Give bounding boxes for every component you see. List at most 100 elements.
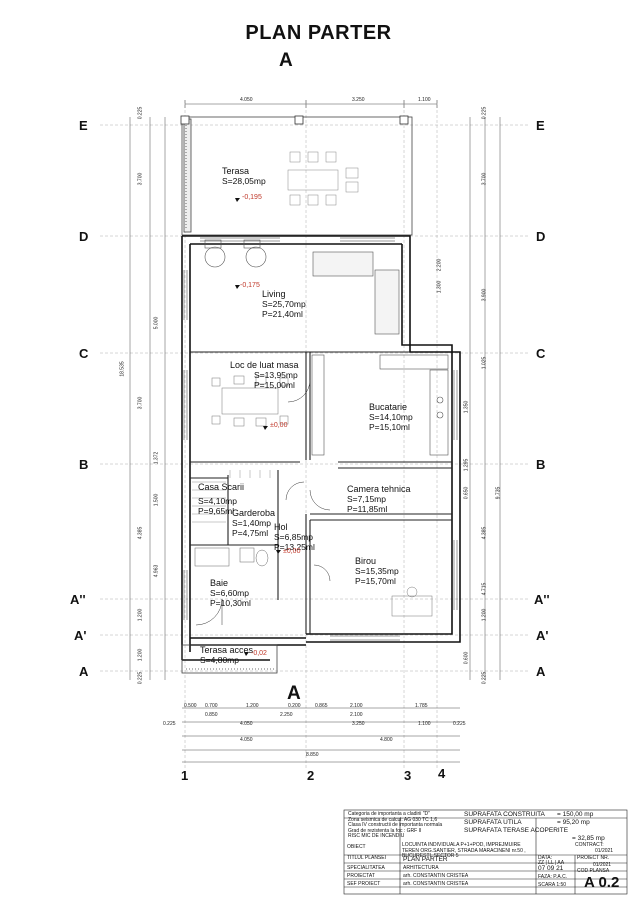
interior-walls <box>190 351 452 634</box>
dim-right-2: 3.700 <box>481 172 488 186</box>
section-mark-top: A <box>279 50 293 71</box>
tb-proiect-nr-value: 01/2021 <box>593 862 612 868</box>
dim-bottom-1a: 0.500 <box>184 703 197 709</box>
dim-top-1: 4.050 <box>240 97 253 103</box>
level-living: -0,175 <box>240 282 260 289</box>
dim-right-14: 0.600 <box>463 651 470 665</box>
tb-proiectat-value: arh. CONSTANTIN CRISTEA <box>403 873 469 879</box>
level-terasa-acces: -0,02 <box>251 650 267 657</box>
dim-right-1: 0.225 <box>481 106 488 120</box>
room-birou: Birou S=15,35mp P=15,70ml <box>355 556 399 586</box>
dim-right-10: 4.385 <box>481 526 488 540</box>
entrance-terrace <box>181 644 278 674</box>
dim-right-9: 0.650 <box>463 486 470 500</box>
section-mark-bottom: A <box>287 683 301 704</box>
dim-top-3: 1.100 <box>418 97 431 103</box>
dim-bottom-1g: 1.785 <box>415 703 428 709</box>
bath-fixtures <box>194 547 269 567</box>
dim-bottom-3b: 4.050 <box>240 721 253 727</box>
drawing-title: PLAN PARTER <box>245 22 392 44</box>
tb-scara-label: SCARA 1:50 <box>538 882 567 888</box>
room-casa-scarii: Casa Scarii S=4,10mp P=9,65ml <box>198 482 245 516</box>
dim-bottom-1c: 1.200 <box>246 703 259 709</box>
dim-bottom-2c: 2.100 <box>350 712 363 718</box>
tb-proiectat-label: PROIECTAT <box>347 873 375 879</box>
stair-treads <box>192 470 271 523</box>
axis-label-d-right: D <box>536 229 546 244</box>
room-terasa: Terasa S=28,05mp <box>222 166 266 186</box>
summary-useful-value: = 95,20 mp <box>557 819 590 826</box>
tb-contract-value: 01/2021 <box>595 848 614 854</box>
dimension-lines <box>129 100 501 763</box>
dim-right-11: 9.735 <box>495 486 502 500</box>
tb-titlu-value: PLAN PARTER <box>403 856 448 863</box>
axis-label-c-right: C <box>536 346 546 361</box>
dim-right-8: 1.295 <box>463 458 470 472</box>
room-garderoba: Garderoba S=1,40mp P=4,75ml <box>232 508 276 538</box>
room-hol: Hol S=6,85mp P=13,25ml <box>274 522 315 552</box>
axis-label-a2-right: A'' <box>534 592 550 607</box>
dim-left-1: 0.225 <box>137 106 144 120</box>
dim-left-6: 1.372 <box>153 451 160 465</box>
dim-left-9: 4.963 <box>153 564 160 578</box>
dim-bottom-1f: 2.100 <box>350 703 363 709</box>
axis-label-a2-left: A'' <box>70 592 86 607</box>
general-notes: Categoria de importanta a cladirii "D" Z… <box>348 811 443 840</box>
dim-left-10: 1.200 <box>137 608 144 622</box>
axis-label-e-right: E <box>536 118 545 133</box>
dim-left-4: 3.700 <box>137 396 144 410</box>
dim-left-7: 1.500 <box>153 493 160 507</box>
axis-label-a-right: A <box>536 664 546 679</box>
dim-left-2: 3.700 <box>137 172 144 186</box>
titleblock-frame <box>343 809 628 895</box>
axis-label-a1-left: A' <box>74 628 87 643</box>
tb-proiect-nr-label: PROIECT NR. <box>577 855 610 861</box>
dim-bottom-1b: 0.700 <box>205 703 218 709</box>
dim-left-3: 5.000 <box>153 316 160 330</box>
tb-specialitatea-value: ARHITECTURA <box>403 865 439 871</box>
terrace-outline <box>181 116 413 236</box>
dim-right-12: 4.715 <box>481 582 488 596</box>
axis-grid-lines <box>100 100 530 770</box>
axis-label-c-left: C <box>79 346 89 361</box>
dim-left-5: 18.535 <box>119 361 126 377</box>
room-loc-de-luat-masa: Loc de luat masa S=13,95mp P=15,00ml <box>230 360 299 390</box>
dim-bottom-3a: 0.225 <box>163 721 176 727</box>
dim-bottom-3e: 0.225 <box>453 721 466 727</box>
room-living: Living S=25,70mp P=21,40ml <box>262 289 306 319</box>
room-camera-tehnica: Camera tehnica S=7,15mp P=11,85ml <box>347 484 411 514</box>
dim-bottom-4a: 4.050 <box>240 737 253 743</box>
room-bucatarie: Bucatarie S=14,10mp P=15,10ml <box>369 402 413 432</box>
tb-specialitatea-label: SPECIALITATEA <box>347 865 385 871</box>
dining-table <box>211 375 289 427</box>
axis-label-a-left: A <box>79 664 89 679</box>
tb-faza-label: FAZA: P.A.C. <box>538 874 568 880</box>
door-swings <box>195 379 331 626</box>
office-desk <box>391 586 433 617</box>
living-furniture <box>204 239 400 335</box>
dim-right-3: 2.200 <box>436 258 443 272</box>
axis-label-d-left: D <box>79 229 89 244</box>
summary-useful-label: SUPRAFATA UTILA <box>464 819 522 826</box>
dim-bottom-1e: 0.865 <box>315 703 328 709</box>
dim-bottom-2a: 0.850 <box>205 712 218 718</box>
axis-number-1: 1 <box>181 768 189 783</box>
dim-left-12: 0.225 <box>137 671 144 685</box>
tb-cod-value: A 0.2 <box>584 874 620 891</box>
level-terasa: -0,195 <box>242 194 262 201</box>
tb-data-cols: ZZ | LL | AA <box>538 860 565 866</box>
dim-bottom-3d: 1.100 <box>418 721 431 727</box>
tb-obiect-value: LOCUINTA INDIVIDUALA P+1+POD, IMPREJMUIR… <box>402 842 526 859</box>
tb-sef-label: SEF PROIECT <box>347 881 381 887</box>
dim-right-13: 1.200 <box>481 608 488 622</box>
axis-number-4: 4 <box>438 766 446 781</box>
dim-right-15: 0.225 <box>481 671 488 685</box>
dim-top-2: 3.250 <box>352 97 365 103</box>
axis-label-a1-right: A' <box>536 628 549 643</box>
tb-sef-value: arh. CONSTANTIN CRISTEA <box>403 881 469 887</box>
dim-right-6: 1.025 <box>481 356 488 370</box>
axis-number-2: 2 <box>307 768 315 783</box>
tb-data-value: 07 09 21 <box>538 865 564 872</box>
tb-obiect-label: OBIECT <box>347 844 366 850</box>
summary-terraces-label: SUPRAFATA TERASE ACOPERITE <box>464 827 569 834</box>
